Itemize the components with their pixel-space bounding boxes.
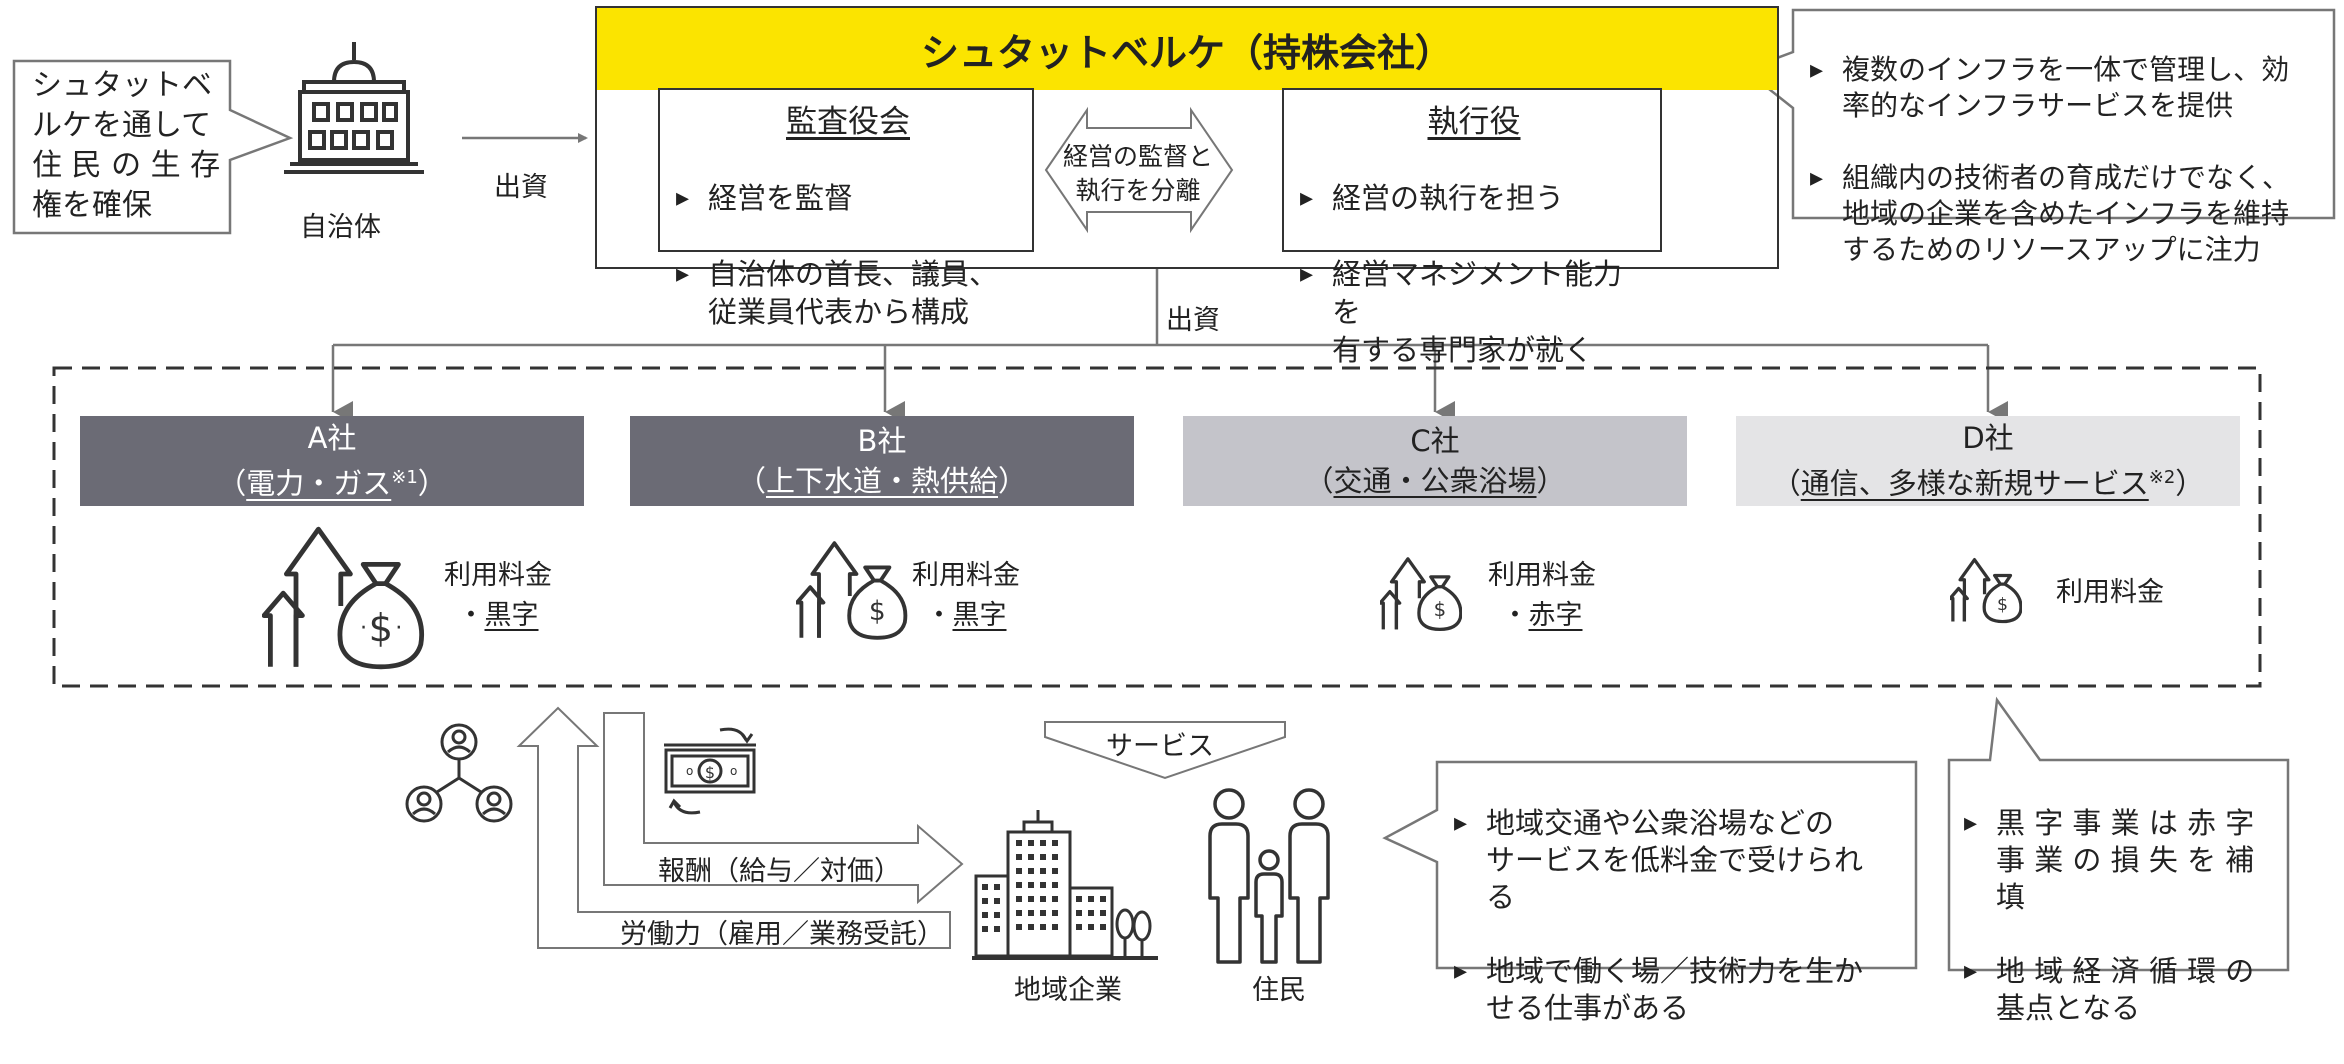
money-bag-growth-icon: $ <box>1950 558 2022 624</box>
callout-right: 黒 字 事 業 は 赤 字 事 業 の 損 失 を 補 填 地 域 経 済 循 … <box>1962 768 2284 1064</box>
callout-topright-bullet: 複数のインフラを一体で管理し、効 率的なインフラサービスを提供 <box>1808 52 2334 124</box>
company-b-name: B社 <box>857 424 907 458</box>
svg-text:$: $ <box>869 596 886 627</box>
company-d-field: （通信、多様な新規サービス※2） <box>1771 466 2205 501</box>
reward-label: 報酬（給与／対価） <box>658 856 901 887</box>
company-d-name: D社 <box>1962 421 2014 456</box>
invest-label-municipality: 出資 <box>494 172 548 203</box>
executive-bullet: 経営の執行を担う <box>1298 179 1650 217</box>
fee-status: ・赤字 <box>1501 600 1583 631</box>
callout-residents-bullet: 地域で働く場／技術力を生か せる仕事がある <box>1452 953 1910 1027</box>
reward-arrow <box>603 712 964 905</box>
company-d-fee: 利用料金 <box>2056 573 2164 613</box>
company-b-header: B社 （上下水道・熱供給） <box>630 416 1134 506</box>
company-a-name: A社 <box>307 421 357 456</box>
fee-label: 利用料金 <box>2056 577 2164 608</box>
company-b-fee: 利用料金 ・黒字 <box>912 556 1020 636</box>
company-a-header: A社 （電力・ガス※1） <box>80 416 584 506</box>
separation-line: 執行を分離 <box>1075 176 1201 205</box>
service-arrow <box>1044 721 1286 780</box>
fee-status: ・黒字 <box>457 600 539 631</box>
separation-double-arrow <box>1044 106 1234 234</box>
money-bag-growth-icon: $ <box>796 541 908 640</box>
company-b-field: （上下水道・熱供給） <box>736 464 1028 498</box>
fee-label: 利用料金 <box>1488 560 1596 591</box>
labor-arrow <box>516 706 951 949</box>
callout-line: 権を確保 <box>32 188 152 223</box>
callout-topright: 複数のインフラを一体で管理し、効 率的なインフラサービスを提供 組織内の技術者の… <box>1808 16 2334 304</box>
callout-residents-bullet: 地域交通や公衆浴場などの サービスを低料金で受けられ る <box>1452 805 1910 916</box>
svg-text:$: $ <box>1434 598 1447 621</box>
money-bag-growth-icon: $ · · <box>262 526 425 670</box>
supervisory-bullet: 経営を監督 <box>674 179 1022 217</box>
callout-right-bullet: 地 域 経 済 循 環 の 基点となる <box>1962 953 2284 1027</box>
office-buildings-icon <box>972 810 1158 960</box>
company-c-header: C社 （交通・公衆浴場） <box>1183 416 1687 506</box>
people-network-icon <box>405 723 513 823</box>
executive-officer-title: 執行役 <box>1427 104 1521 140</box>
service-label: サービス <box>1106 731 1214 762</box>
executive-officer-box: 執行役 経営の執行を担う 経営マネジメント能力を 有する専門家が就く <box>1282 88 1662 367</box>
supervisory-bullet: 自治体の首長、議員、 従業員代表から構成 <box>674 255 1022 331</box>
municipality-label: 自治体 <box>300 212 381 243</box>
company-d-header: D社 （通信、多様な新規サービス※2） <box>1736 416 2240 506</box>
fee-label: 利用料金 <box>444 560 552 591</box>
callout-line: シュタットベ <box>32 68 212 103</box>
company-a-field: （電力・ガス※1） <box>217 466 447 501</box>
supervisory-board-box: 監査役会 経営を監督 自治体の首長、議員、 従業員代表から構成 <box>658 88 1034 329</box>
svg-text:o: o <box>730 764 737 778</box>
svg-text:$: $ <box>1997 595 2008 615</box>
executive-bullet: 経営マネジメント能力を 有する専門家が就く <box>1298 255 1650 369</box>
subsidiary-group-box <box>52 366 2262 688</box>
residents-label: 住民 <box>1252 975 1306 1006</box>
callout-line: ルケを通して <box>32 108 212 143</box>
callout-municipality: シュタットベ ルケを通して 住 民 の 生 存 権を確保 <box>32 66 222 226</box>
company-c-name: C社 <box>1410 424 1460 458</box>
money-bag-growth-icon: $ <box>1380 557 1462 631</box>
holding-company-box <box>595 6 1779 269</box>
company-c-field: （交通・公衆浴場） <box>1304 464 1566 498</box>
svg-text:$: $ <box>705 763 715 782</box>
callout-residents: 地域交通や公衆浴場などの サービスを低料金で受けられ る 地域で働く場／技術力を… <box>1452 768 1910 1064</box>
money-exchange-icon: $ o o <box>664 727 756 815</box>
labor-label: 労働力（雇用／業務受託） <box>620 919 944 950</box>
holding-company-title: シュタットベルケ（持株会社） <box>597 8 1777 90</box>
company-a-fee: 利用料金 ・黒字 <box>444 556 552 636</box>
family-residents-icon <box>1208 788 1330 964</box>
separation-line: 経営の監督と <box>1062 142 1213 171</box>
svg-text:o: o <box>686 764 693 778</box>
fee-status: ・黒字 <box>925 600 1007 631</box>
city-hall-icon <box>284 42 424 174</box>
svg-text:·: · <box>360 615 367 641</box>
company-c-fee: 利用料金 ・赤字 <box>1488 556 1596 636</box>
callout-line: 住 民 の 生 存 <box>32 148 221 183</box>
svg-text:$: $ <box>369 606 393 651</box>
separation-label: 経営の監督と 執行を分離 <box>1058 140 1218 208</box>
invest-label-hq: 出資 <box>1166 305 1220 336</box>
local-companies-label: 地域企業 <box>1014 975 1122 1006</box>
fee-label: 利用料金 <box>912 560 1020 591</box>
callout-topright-bullet: 組織内の技術者の育成だけでなく、 地域の企業を含めたインフラを維持 するためのリ… <box>1808 160 2334 268</box>
svg-text:·: · <box>395 615 402 641</box>
supervisory-board-title: 監査役会 <box>786 104 910 140</box>
callout-right-bullet: 黒 字 事 業 は 赤 字 事 業 の 損 失 を 補 填 <box>1962 805 2284 916</box>
callout-municipality-shape <box>12 59 294 235</box>
